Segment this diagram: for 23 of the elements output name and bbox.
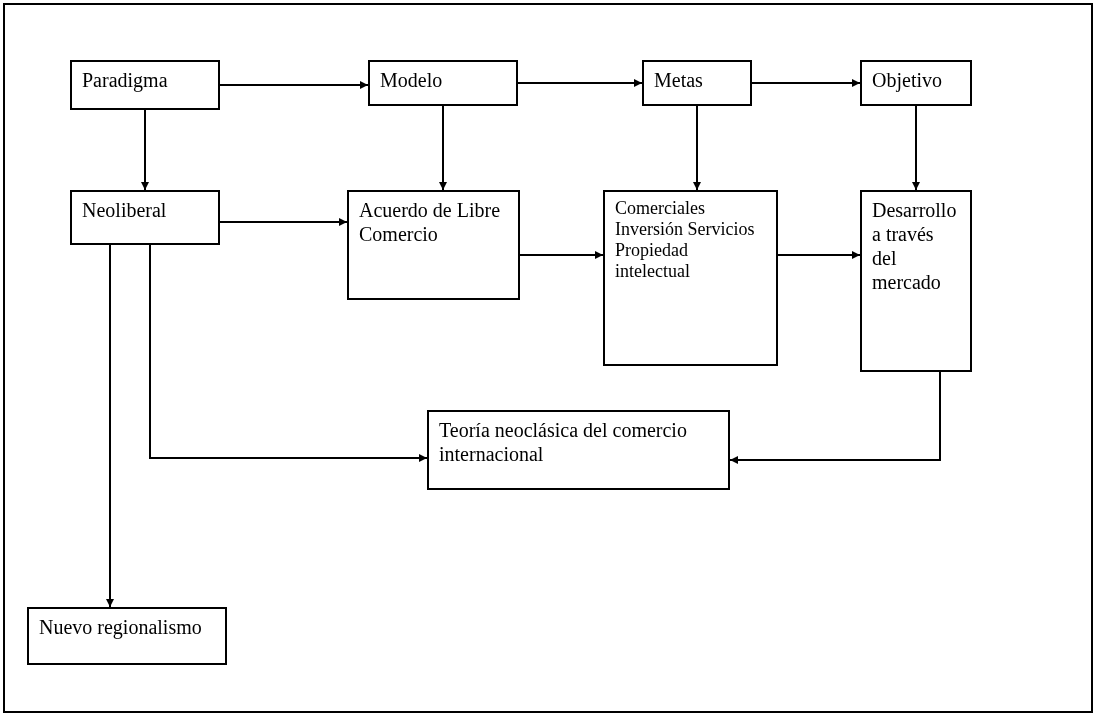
process-box: Nuevo regionalismo <box>27 607 227 665</box>
arrow <box>219 218 348 226</box>
process-box: Comerciales Inversión Servicios Propiedad intelectual <box>603 190 778 366</box>
arrow <box>519 251 604 259</box>
process-box: Desarrollo a través del mercado <box>860 190 972 372</box>
arrow <box>149 244 428 462</box>
arrow <box>439 105 447 191</box>
process-box: Metas <box>642 60 752 106</box>
arrow <box>751 79 861 87</box>
arrow <box>912 105 920 191</box>
process-box: Teoría neoclásica del comercio internacional <box>427 410 730 490</box>
process-box: Paradigma <box>70 60 220 110</box>
process-box: Modelo <box>368 60 518 106</box>
arrow <box>517 79 643 87</box>
arrow <box>729 371 941 464</box>
process-box: Neoliberal <box>70 190 220 245</box>
arrow <box>106 244 114 608</box>
arrow <box>141 109 149 191</box>
arrow <box>693 105 701 191</box>
arrow <box>777 251 861 259</box>
arrow <box>219 81 369 89</box>
process-box: Acuerdo de Libre Comercio <box>347 190 520 300</box>
process-box: Objetivo <box>860 60 972 106</box>
